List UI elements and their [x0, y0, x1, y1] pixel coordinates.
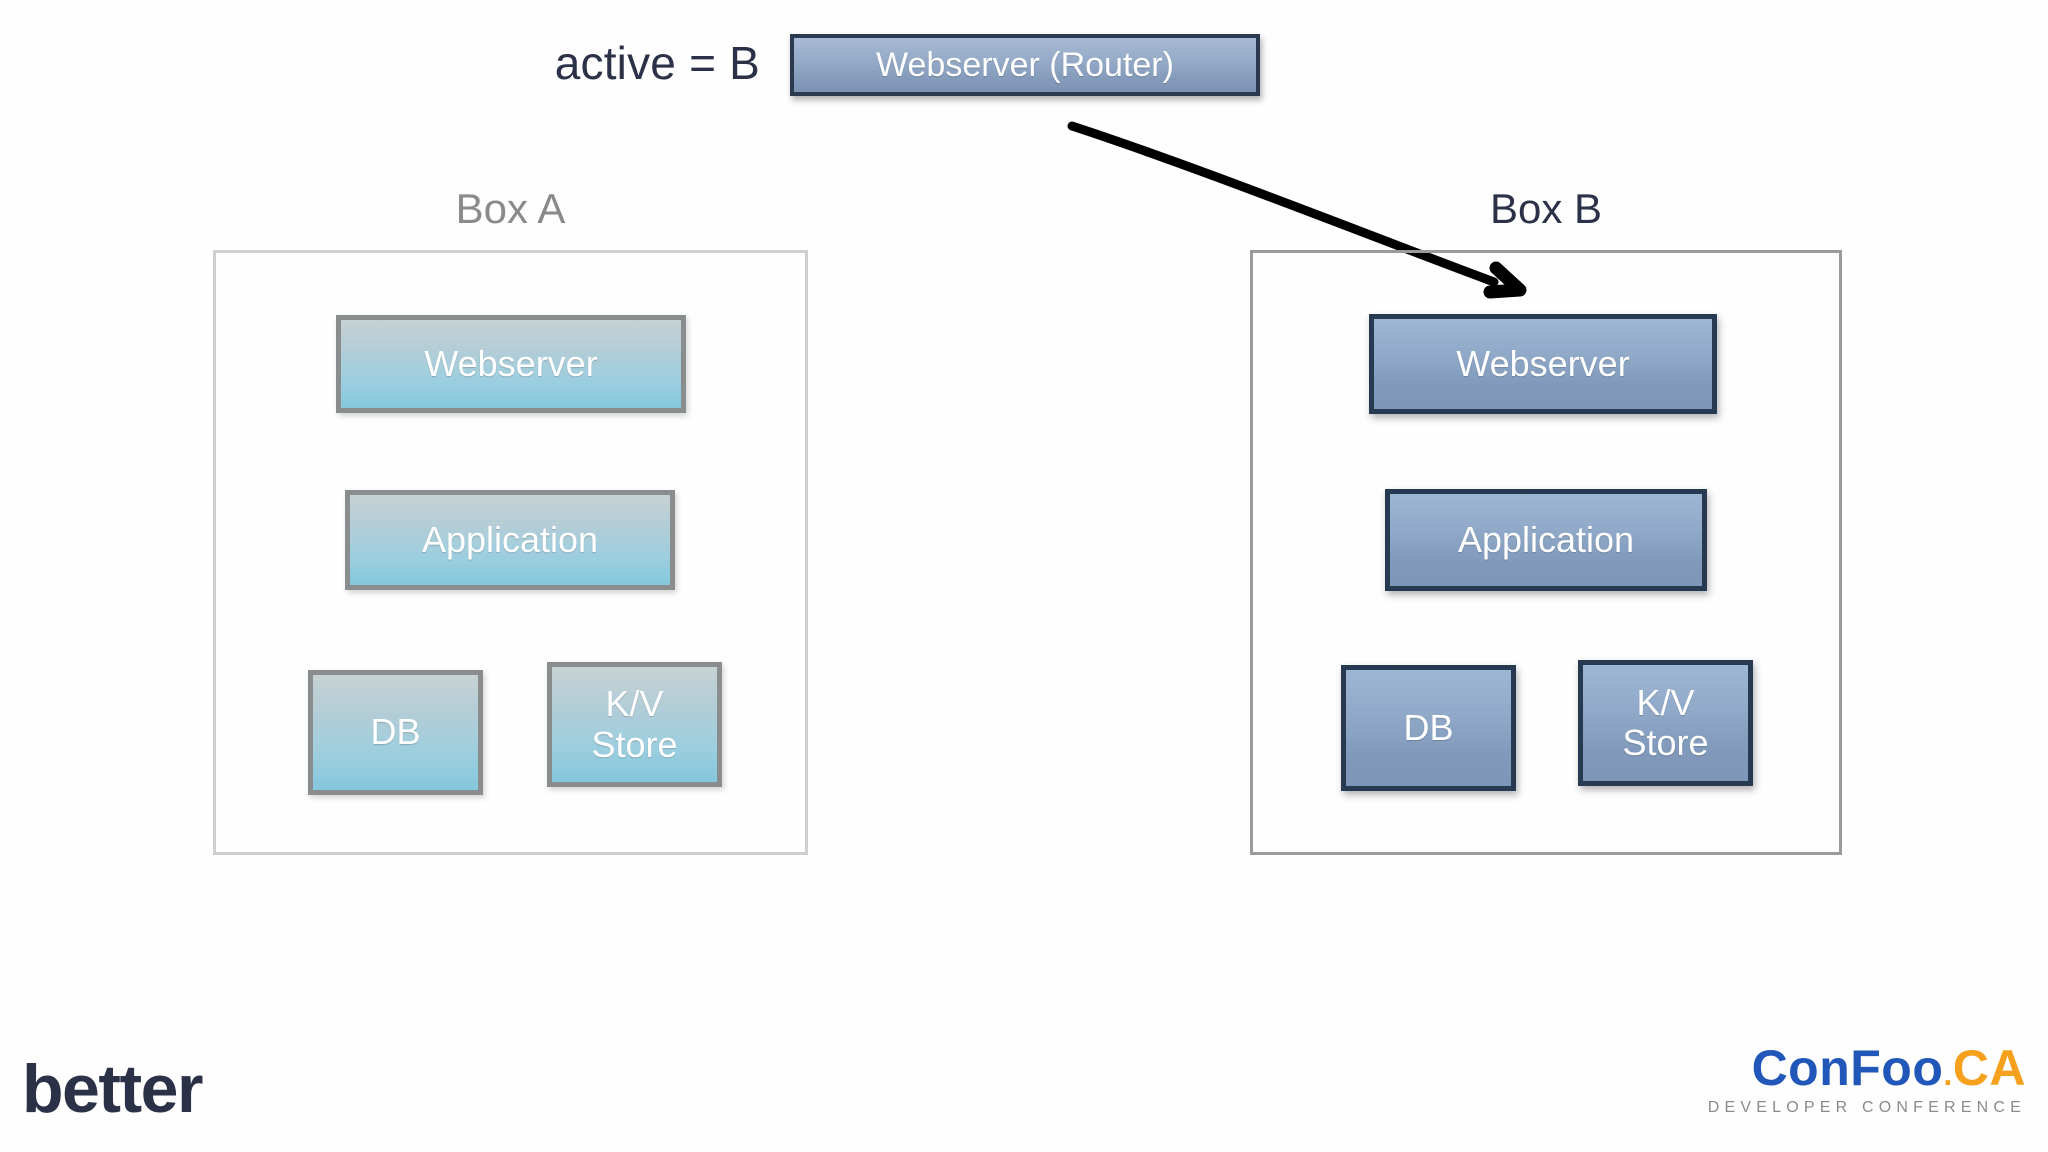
box-b-application-label: Application [1457, 518, 1635, 560]
box-a-kvstore[interactable]: K/V Store [547, 662, 722, 787]
box-b-webserver-label: Webserver [1456, 342, 1630, 384]
box-b-webserver[interactable]: Webserver [1369, 314, 1717, 414]
active-status-label: active = B [554, 37, 760, 89]
box-a-webserver[interactable]: Webserver [336, 315, 686, 413]
confoo-dot: . [1943, 1056, 1953, 1092]
box-a-kvstore-label: K/V Store [591, 683, 678, 765]
box-a-db[interactable]: DB [308, 670, 483, 795]
box-b-frame: Box B [1250, 185, 1842, 855]
box-a-application-label: Application [421, 518, 599, 560]
box-a-title: Box A [455, 185, 566, 232]
box-b-title: Box B [1489, 185, 1603, 232]
confoo-name-primary: ConFoo [1751, 1040, 1944, 1096]
router-webserver-box[interactable]: Webserver (Router) [790, 34, 1260, 96]
router-webserver-label: Webserver (Router) [876, 45, 1174, 84]
box-b-application[interactable]: Application [1385, 489, 1707, 591]
confoo-logo: ConFoo.CA DEVELOPER CONFERENCE [1708, 1043, 2026, 1117]
box-b-db[interactable]: DB [1341, 665, 1516, 791]
box-a-application[interactable]: Application [345, 490, 675, 590]
box-b-db-label: DB [1403, 706, 1454, 748]
box-a-db-label: DB [370, 711, 421, 753]
confoo-wordmark: ConFoo.CA [1708, 1043, 2026, 1093]
box-b-kvstore-label: K/V Store [1622, 681, 1709, 763]
confoo-name-tld: CA [1952, 1040, 2026, 1096]
better-logo: better [22, 1051, 203, 1127]
box-b-kvstore[interactable]: K/V Store [1578, 660, 1753, 786]
confoo-tagline: DEVELOPER CONFERENCE [1707, 1099, 2026, 1116]
box-a-frame: Box A [213, 185, 808, 855]
box-a-webserver-label: Webserver [424, 342, 598, 384]
